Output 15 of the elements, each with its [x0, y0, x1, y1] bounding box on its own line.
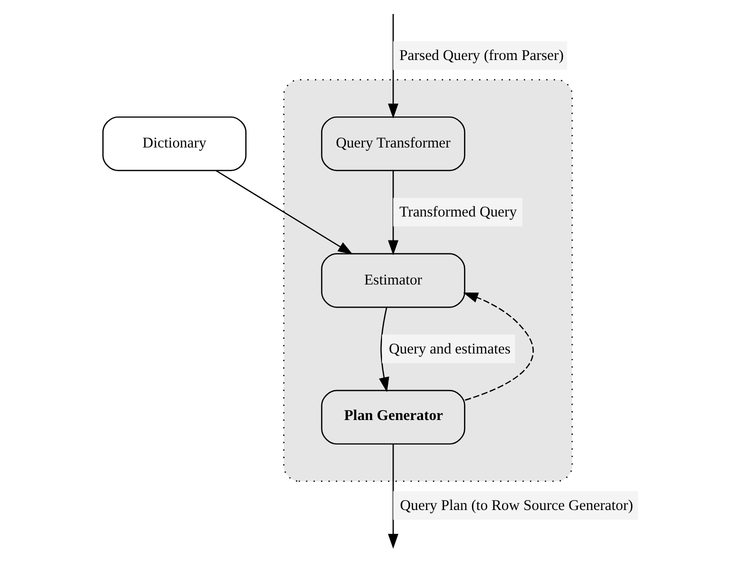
node-box: Dictionary: [102, 116, 247, 172]
arrow: [388, 14, 398, 118]
edge-label: Query Plan (to Row Source Generator): [400, 498, 634, 514]
edge-label: Transformed Query: [399, 204, 517, 221]
edge-label: Query and estimates: [388, 341, 511, 358]
arrow: [388, 444, 398, 549]
arrow: [388, 170, 398, 256]
arrow: [378, 307, 390, 392]
edge-label: Parsed Query (from Parser): [399, 48, 564, 64]
node-box: Query Transformer: [321, 116, 466, 172]
arrow: [216, 170, 353, 255]
node-box: Plan Generator: [321, 390, 466, 445]
node-box: Estimator: [321, 253, 466, 308]
cluster: [283, 79, 573, 482]
arrow: [463, 292, 534, 401]
